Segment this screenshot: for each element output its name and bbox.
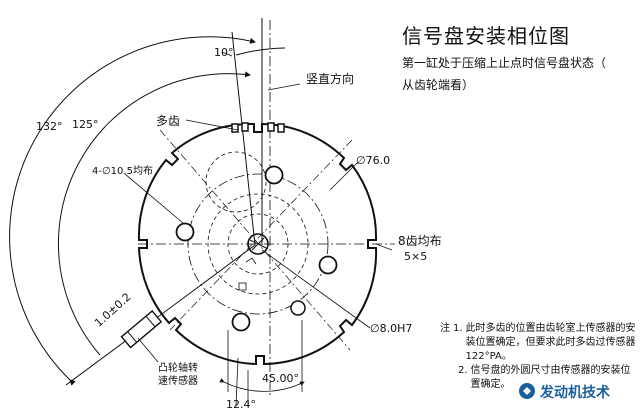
watermark-logo-icon xyxy=(519,383,535,399)
ext-line-10deg xyxy=(221,51,233,57)
watermark-text: 发动机技术 xyxy=(538,382,612,402)
hub-circle-mid xyxy=(227,213,289,275)
bolt-hole-1 xyxy=(264,165,284,185)
angle-arc-132 xyxy=(9,36,256,386)
label-angle-45: 45.00° xyxy=(262,372,299,385)
sensor-leader xyxy=(137,337,159,363)
leader-od xyxy=(329,161,359,191)
label-center-hole: ∅8.0H7 xyxy=(370,322,413,335)
note-text: 此时多齿的位置由齿轮室上传感器的安装位置确定，但要求此时多齿过传感器122°PA… xyxy=(465,323,636,362)
tooth-mark xyxy=(238,282,247,291)
label-angle-12-4: 12.4° xyxy=(226,398,256,411)
leader-vertical xyxy=(267,83,301,91)
label-vertical-direction: 竖直方向 xyxy=(306,72,355,86)
leader-holes xyxy=(124,173,184,224)
notes-block: 注 1. 此时多齿的位置由齿轮室上传感器的安装位置确定，但要求此时多齿过传感器1… xyxy=(440,322,636,392)
note-number: 1. xyxy=(453,323,463,334)
subtitle-line-2: 从齿轮端看） xyxy=(402,78,475,92)
angle-arc-10 xyxy=(235,47,286,56)
tooth-mark-2 xyxy=(245,257,257,265)
label-holes-spec: 4-∅10.5均布 xyxy=(92,166,153,177)
leader-8teeth xyxy=(375,243,393,251)
label-tooth-size: 5×5 xyxy=(404,250,428,263)
note-item-1: 注 1. 此时多齿的位置由齿轮室上传感器的安装位置确定，但要求此时多齿过传感器1… xyxy=(440,322,636,364)
multi-tooth-notch-3 xyxy=(267,122,275,132)
leader-center xyxy=(261,249,371,329)
label-cam-sensor: 凸轮轴转 速传感器 xyxy=(158,363,198,387)
note-item-2: 2. 信号盘的外圆尺寸由传感器的安装位置确定。 xyxy=(440,364,636,392)
label-angle-132: 132° xyxy=(36,120,63,133)
signal-disk-outline xyxy=(137,122,378,366)
leader-multi-tooth xyxy=(185,119,239,131)
angle-arc-125 xyxy=(57,71,251,356)
dim-45-arc xyxy=(219,378,305,392)
upper-dashed-circle xyxy=(205,151,267,213)
radial-line-10 xyxy=(231,31,256,246)
radial-line-132 xyxy=(65,244,256,386)
diag-dash-1 xyxy=(159,129,351,351)
center-hole-key xyxy=(249,237,267,251)
multi-tooth-notch-4 xyxy=(277,123,285,133)
cam-sensor xyxy=(120,310,163,349)
label-angle-10: 10° xyxy=(214,46,234,59)
label-eight-teeth: 8齿均布 xyxy=(398,234,442,248)
bolt-circle xyxy=(187,173,329,315)
label-multi-tooth: 多齿 xyxy=(156,114,181,128)
note-text: 信号盘的外圆尺寸由传感器的安装位置确定。 xyxy=(470,365,631,390)
hub-circle-outer xyxy=(207,193,309,295)
bolt-hole-4 xyxy=(231,312,251,332)
notes-prefix: 注 xyxy=(440,323,450,334)
multi-tooth-notch-2 xyxy=(241,122,249,132)
bolt-hole-3 xyxy=(318,255,338,275)
center-hole xyxy=(247,233,269,255)
bolt-hole-2 xyxy=(175,222,195,242)
label-angle-125: 125° xyxy=(72,118,99,131)
multi-tooth-notch-1 xyxy=(231,123,239,133)
note-number: 2. xyxy=(458,365,468,376)
bolt-hole-5 xyxy=(290,300,306,316)
label-outer-diameter: ∅76.0 xyxy=(356,154,391,167)
dim-12-leader xyxy=(235,357,239,407)
page-title: 信号盘安装相位图 xyxy=(402,24,570,48)
subtitle-line-1: 第一缸处于压缩上止点时信号盘状态（ xyxy=(402,56,607,70)
